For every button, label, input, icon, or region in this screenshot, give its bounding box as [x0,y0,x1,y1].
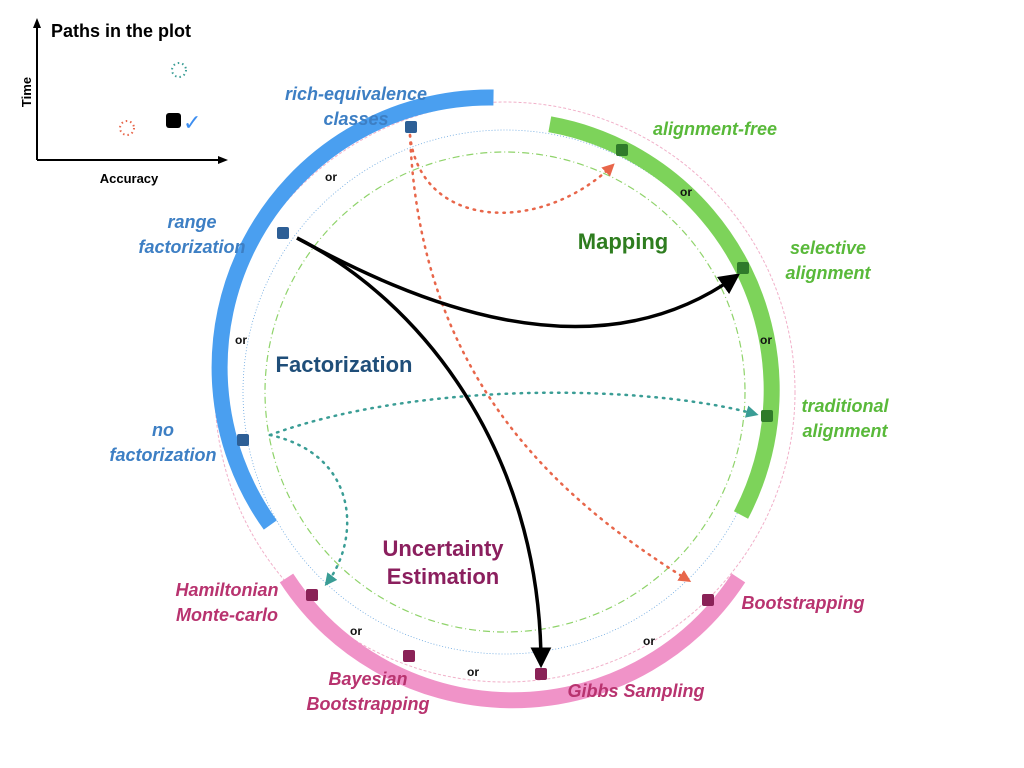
or-label: or [235,333,247,347]
legend-check-icon: ✓ [183,111,201,136]
label-hamiltonian-line2: Monte-carlo [176,605,278,625]
factorization-arc [211,89,494,530]
label-selective-alignment-line2: alignment [785,263,871,283]
uncertainty-arc [279,573,746,709]
legend-fast-path-marker [119,120,135,136]
label-rich-equivalence-line2: classes [323,109,388,129]
or-label: or [467,665,479,679]
uncertainty-title-line1: Uncertainty [382,536,504,561]
label-bayesian-bootstrapping-line1: Bayesian [328,669,407,689]
node-bayesian-bootstrapping [403,650,415,662]
or-label: or [643,634,655,648]
label-no-factorization-line2: factorization [109,445,216,465]
node-rich-equivalence-classes [405,121,417,133]
slow-path-to-hamiltonian [268,433,349,586]
node-range-factorization [277,227,289,239]
best-path-to-selective-alignment [296,236,741,329]
or-label: or [760,333,772,347]
or-label: or [325,170,337,184]
node-gibbs-sampling [535,668,547,680]
node-hamiltonian-monte-carlo [306,589,318,601]
or-label: or [350,624,362,638]
label-gibbs-sampling: Gibbs Sampling [567,681,704,701]
legend-y-arrow [33,18,41,28]
mapping-title: Mapping [578,229,668,254]
label-selective-alignment-line1: selective [790,238,866,258]
legend-y-axis-label: Time [19,77,34,107]
uncertainty-title-line2: Estimation [387,564,499,589]
or-label: or [680,185,692,199]
slow-path-to-traditional-alignment [268,391,759,437]
best-path-to-gibbs-sampling [296,236,552,669]
label-hamiltonian-line1: Hamiltonian [175,580,278,600]
legend: Paths in the plot Time Accuracy ✓ [19,18,228,186]
label-bootstrapping: Bootstrapping [742,593,865,613]
node-selective-alignment [737,262,749,274]
label-bayesian-bootstrapping-line2: Bootstrapping [307,694,430,714]
label-range-factorization-line2: factorization [138,237,245,257]
legend-slow-path-marker [171,62,187,78]
legend-x-axis-label: Accuracy [100,171,159,186]
label-alignment-free: alignment-free [653,119,777,139]
label-rich-equivalence-line1: rich-equivalence [285,84,427,104]
label-traditional-alignment-line2: alignment [802,421,888,441]
legend-title: Paths in the plot [51,21,191,41]
label-range-factorization-line1: range [167,212,216,232]
inner-guide-circle-green [264,151,746,633]
node-traditional-alignment [761,410,773,422]
legend-best-path-marker [166,113,181,128]
node-no-factorization [237,434,249,446]
label-traditional-alignment-line1: traditional [801,396,889,416]
factorization-title: Factorization [276,352,413,377]
fast-path-to-alignment-free [408,133,615,214]
node-alignment-free [616,144,628,156]
label-no-factorization-line1: no [152,420,174,440]
mapping-arc [548,116,780,519]
inner-guide-circle-blue [242,129,768,655]
legend-x-arrow [218,156,228,164]
node-bootstrapping [702,594,714,606]
